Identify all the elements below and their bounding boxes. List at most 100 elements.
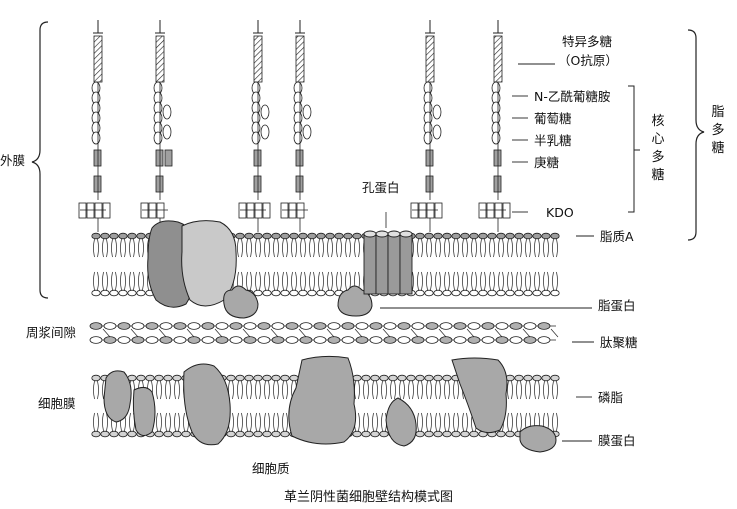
phospholipid-tail (102, 271, 108, 291)
lipid-a-head (424, 232, 434, 240)
peptide-crosslink (158, 328, 167, 338)
lipid-a-head (514, 232, 524, 240)
membrane-proteins (103, 212, 557, 453)
outer-membrane-protein (181, 220, 237, 307)
phospholipid-head (523, 289, 533, 297)
sugar-oval (153, 131, 163, 145)
peptide-crosslink (186, 328, 195, 338)
phospholipid-head (289, 374, 299, 382)
phospholipid-tail (246, 271, 252, 291)
phospholipid-tail (534, 380, 540, 400)
phospholipid-head (253, 289, 263, 297)
lps-chain (140, 20, 173, 232)
kdo-unit (280, 202, 289, 219)
peptidoglycan-unit (439, 322, 453, 330)
o-antigen-segment (295, 35, 305, 83)
lipid-a-tail (300, 238, 306, 258)
lipid-a-head (334, 232, 344, 240)
lipid-a-head (91, 232, 101, 240)
phospholipid-tail (462, 412, 468, 432)
phospholipid-head (541, 289, 551, 297)
lipid-a-tail (309, 238, 315, 258)
peptide-crosslink (242, 328, 251, 338)
lipid-a-head (451, 232, 461, 240)
peptidoglycan-unit (299, 336, 313, 344)
lipid-a-tail (237, 238, 243, 258)
peptidoglycan-unit (467, 322, 481, 330)
peptidoglycan-unit (313, 336, 327, 344)
lipid-a-tail (129, 238, 135, 258)
phospholipid-head (163, 374, 173, 382)
lipid-a-tail (102, 238, 108, 258)
kdo-unit (262, 202, 271, 219)
phospholipid-tail (282, 380, 288, 400)
peptidoglycan-unit (285, 336, 299, 344)
kdo-unit (238, 202, 247, 219)
heptose-unit (295, 175, 304, 193)
phospholipid-tail (507, 271, 513, 291)
peptidoglycan-unit (173, 322, 187, 330)
phospholipid-head (496, 289, 506, 297)
lipid-a-tail (444, 238, 450, 258)
peptidoglycan-unit (523, 336, 537, 344)
phospholipid-head (532, 374, 542, 382)
lipid-a-tail (453, 238, 459, 258)
heptose-unit (155, 175, 164, 193)
peptidoglycan-unit (159, 322, 173, 330)
phospholipid-tail (273, 412, 279, 432)
phospholipid-tail (390, 380, 396, 400)
phospholipid-head (235, 430, 245, 438)
o-antigen-segment (93, 35, 103, 83)
peptidoglycan-unit (509, 322, 523, 330)
lipid-a-tail (273, 238, 279, 258)
peptidoglycan-unit (411, 322, 425, 330)
peptidoglycan-unit (117, 336, 131, 344)
phospholipid-head (280, 430, 290, 438)
phospholipid-head (307, 289, 317, 297)
lipid-a-head (496, 232, 506, 240)
peptidoglycan-unit (369, 322, 383, 330)
phospholipid-tail (516, 271, 522, 291)
phospholipid-tail (453, 271, 459, 291)
outer-membrane-label: 外膜 (0, 153, 26, 168)
sugar-branch (302, 124, 312, 140)
phospholipid-tail (174, 412, 180, 432)
phospholipid-head (424, 430, 434, 438)
phospholipid-tail (93, 412, 99, 432)
phospholipid-head (154, 374, 164, 382)
phospholipid-tail (480, 271, 486, 291)
phospholipid-head (478, 289, 488, 297)
kdo-unit (410, 202, 419, 219)
phospholipid-tail (318, 271, 324, 291)
phospholipid-tail (417, 412, 423, 432)
membrane-protein (183, 363, 231, 446)
peptide-crosslink (130, 328, 139, 338)
kdo-unit (78, 202, 87, 219)
peptidoglycan-unit (271, 322, 285, 330)
sugar-oval (293, 131, 303, 145)
specific-polysaccharide-label: 特异多糖 (562, 34, 613, 49)
peptidoglycan-unit (215, 336, 229, 344)
lipid-a-head (100, 232, 110, 240)
kdo-unit (86, 202, 95, 219)
kdo-unit (486, 202, 495, 219)
porin-top (399, 230, 413, 238)
peptide-crosslink (354, 328, 363, 338)
lipid-a-head (460, 232, 470, 240)
lipid-a-head (433, 232, 443, 240)
phospholipid-tail (102, 412, 108, 432)
lipid-a-tail (462, 238, 468, 258)
peptidoglycan-unit (467, 336, 481, 344)
peptidoglycan-unit (355, 336, 369, 344)
phospholipid-tail (282, 412, 288, 432)
phospholipid-head (118, 289, 128, 297)
peptide-crosslink (494, 328, 503, 338)
phospholipid-tail (255, 380, 261, 400)
lipoprotein (337, 285, 373, 317)
phospholipid-head (397, 374, 407, 382)
peptidoglycan-unit (537, 322, 551, 330)
phospholipid-head (532, 289, 542, 297)
phospholipid-tail (363, 380, 369, 400)
phospholipid-tail (156, 380, 162, 400)
phospholipid-head (523, 374, 533, 382)
